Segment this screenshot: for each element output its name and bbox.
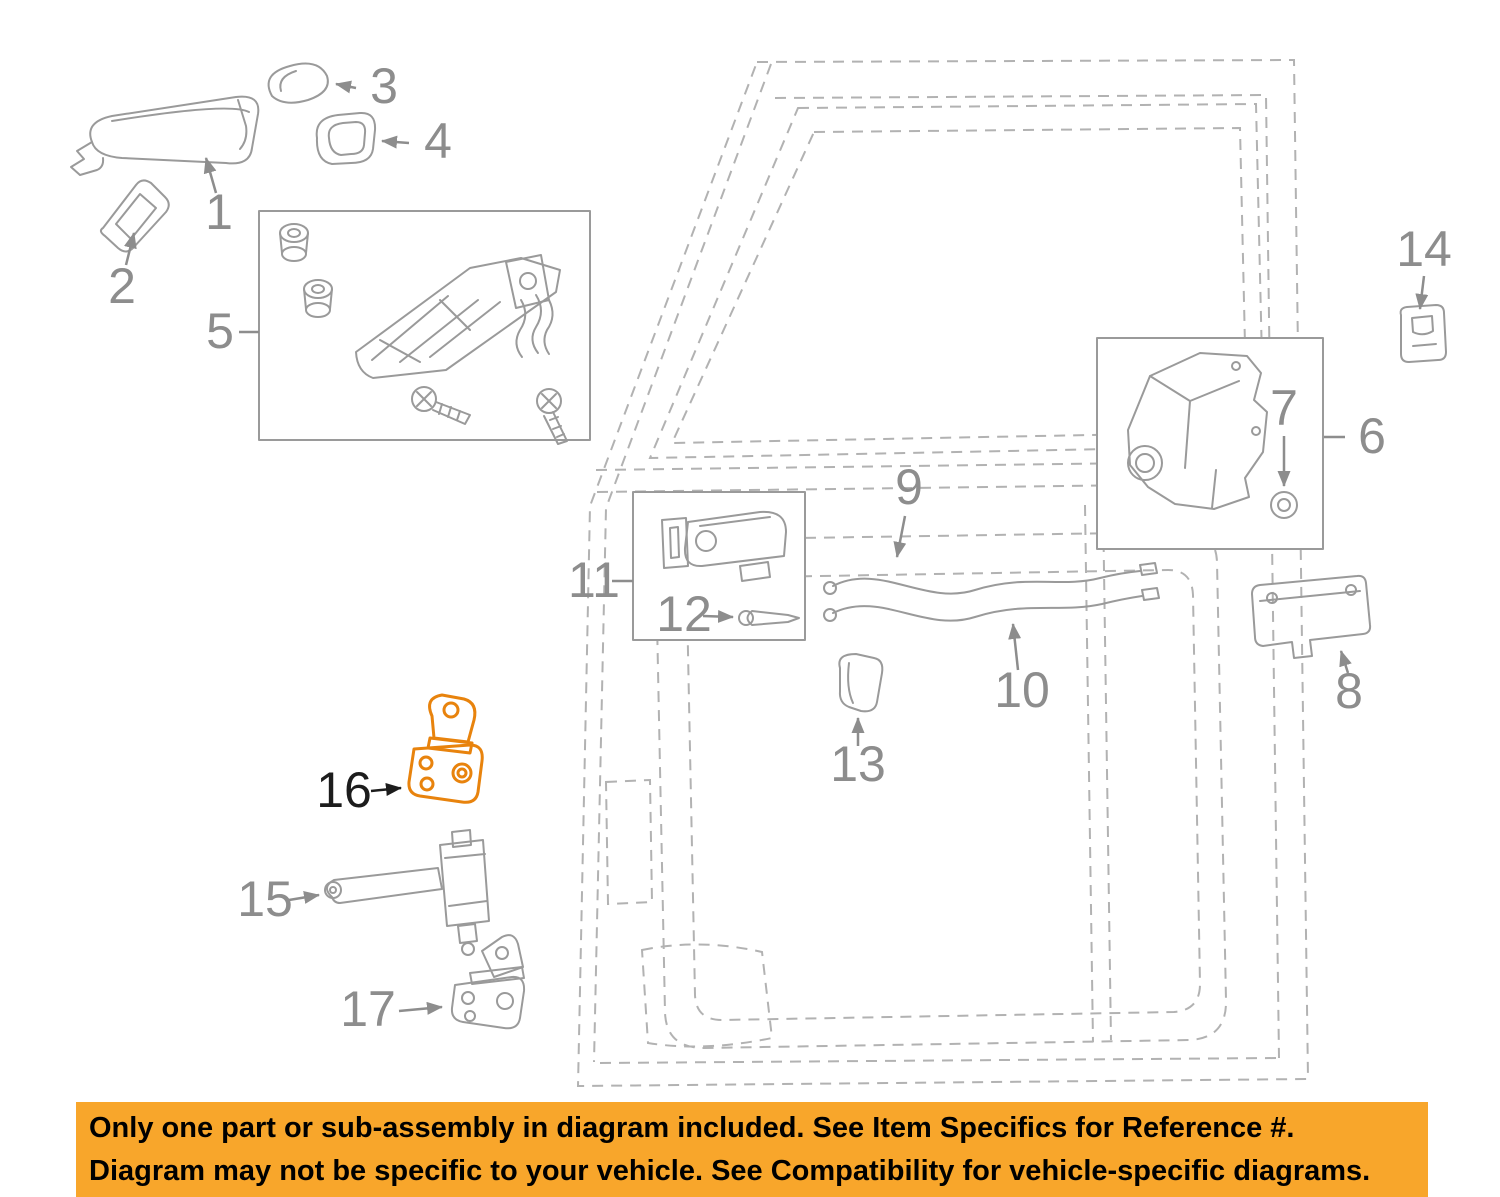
part-10-lock-cable [823,587,1160,622]
leader-3 [335,80,357,94]
leader-4 [381,135,410,149]
part-label-6: 6 [1358,408,1386,464]
part-label-17: 17 [340,981,396,1037]
leader-9 [893,515,907,558]
part-16-upper-door-hinge-highlighted [407,693,484,804]
part-label-7: 7 [1270,380,1298,436]
part-label-9: 9 [895,459,923,515]
part-7-grommet [1270,491,1298,519]
part-label-2: 2 [108,258,136,314]
part-label-10: 10 [994,662,1050,718]
part-label-13: 13 [830,736,886,792]
part-9-lock-cable [823,562,1158,595]
parts-artwork [70,62,1447,1030]
part-2-handle-pad [99,179,170,253]
part-17-lower-door-hinge [450,934,526,1030]
part-label-4: 4 [424,113,452,169]
part-8-control-module [1251,574,1372,659]
part-label-16: 16 [316,762,372,818]
disclaimer-banner: Only one part or sub-assembly in diagram… [76,1102,1428,1197]
part-label-3: 3 [370,58,398,114]
leader-lines [124,80,1429,1015]
leader-14 [1415,275,1429,310]
part-label-12: 12 [656,586,712,642]
part-4-handle-gasket [315,111,377,165]
part-label-8: 8 [1335,663,1363,719]
part-6-box [1096,337,1324,550]
part-5-handle-frame-assembly [258,210,591,445]
part-label-11: 11 [568,552,620,608]
part-5-box [258,210,591,441]
part-label-14: 14 [1396,221,1452,277]
part-label-15: 15 [237,871,293,927]
leader-17 [398,1001,443,1015]
leader-12 [702,610,734,623]
part-15-door-check-strap [324,829,490,956]
part-label-1: 1 [205,184,233,240]
part-14-door-check-striker [1399,304,1447,363]
part-6-door-lock-actuator [1096,337,1324,550]
part-3-handle-cover-cap [267,62,329,104]
part-label-5: 5 [206,303,234,359]
leader-2 [124,232,137,266]
part-1-outside-door-handle [70,95,260,176]
part-number-labels: 1 2 3 4 5 6 7 8 9 10 11 12 13 14 15 16 1… [108,58,1452,1037]
disclaimer-line-1: Only one part or sub-assembly in diagram… [89,1111,1295,1144]
leader-1 [203,157,218,194]
leader-15 [288,891,320,904]
leader-16 [370,783,402,796]
leader-10 [1008,623,1022,671]
disclaimer-line-2: Diagram may not be specific to your vehi… [89,1154,1371,1187]
part-12-retaining-pin [738,610,800,626]
part-13-handle-bezel [838,653,884,713]
leader-8 [1339,650,1352,674]
